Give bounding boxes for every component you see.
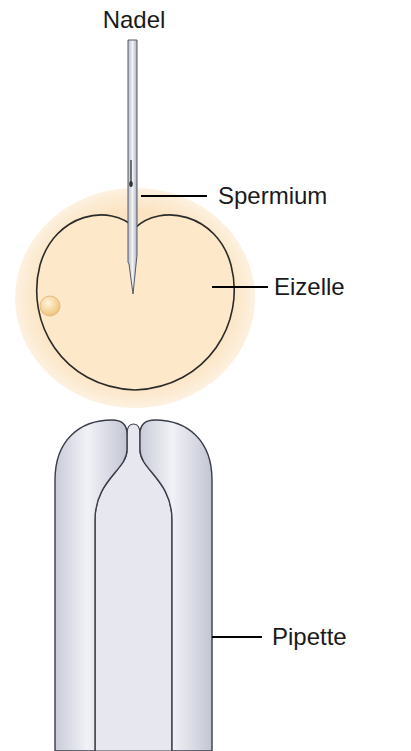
part-label: Spermium (218, 183, 327, 209)
sperm (130, 160, 131, 182)
pipette-wall (140, 420, 212, 751)
part-label: Eizelle (274, 274, 345, 300)
part-label: Pipette (272, 624, 347, 650)
pipette-wall (55, 420, 127, 751)
part-label: Nadel (103, 7, 166, 33)
leader-line (212, 286, 268, 288)
leader-line (212, 636, 262, 638)
polar-body (40, 296, 60, 316)
sperm-head (129, 181, 133, 187)
leader-line (141, 195, 207, 197)
needle (128, 40, 137, 294)
